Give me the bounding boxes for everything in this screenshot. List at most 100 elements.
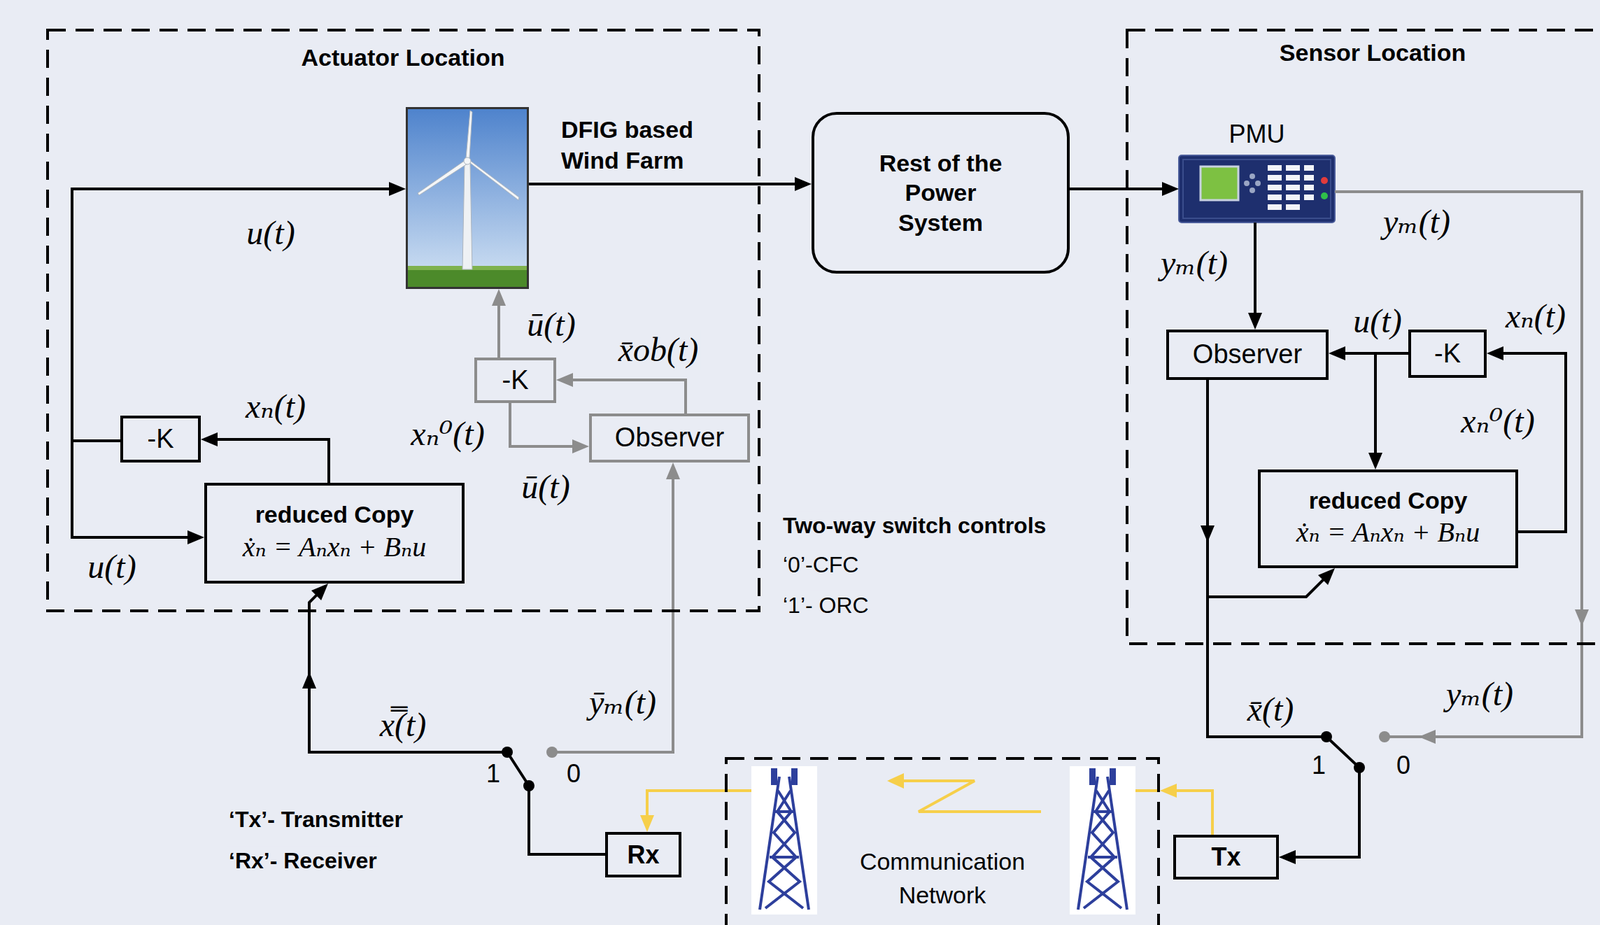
illustration-part [1178, 155, 1335, 223]
illustration-part [468, 159, 520, 201]
illustration-part [765, 790, 800, 909]
illustration-part [1304, 174, 1314, 181]
illustration-part [463, 157, 471, 165]
region-title: Communication Network [847, 844, 1037, 912]
arrowhead [1278, 850, 1296, 865]
signal-label: x̄(t) [1245, 688, 1297, 730]
illustration-part [769, 855, 799, 859]
box-text: -K [147, 424, 175, 455]
connector [528, 177, 812, 191]
illustration-part [1267, 174, 1282, 181]
illustration-part [902, 780, 1042, 812]
switch-position: 0 [564, 757, 583, 790]
connector-line [510, 402, 576, 447]
signal-label: ū(t) [519, 465, 572, 508]
connector [556, 372, 686, 414]
illustration-part [1304, 194, 1314, 201]
model-box: reduced Copyẋₙ = Aₙxₙ + Bₙu [1257, 469, 1519, 569]
connector-line [214, 439, 329, 483]
illustration-part [1285, 204, 1300, 210]
box-text: -K [1434, 339, 1461, 369]
observer-box: Observer [589, 413, 750, 463]
connector [1069, 181, 1179, 196]
illustration-part [1378, 731, 1391, 743]
illustration-part [1267, 194, 1282, 201]
arrowhead [388, 181, 406, 196]
note-text: ‘Rx’- Receiver [226, 846, 380, 876]
illustration-part [770, 768, 778, 785]
wind-turbine-photo [405, 107, 529, 289]
connector [491, 288, 506, 358]
connector-line [647, 790, 725, 819]
dashed-border [47, 30, 760, 611]
system-box: Rest of the Power System [811, 111, 1070, 274]
illustration-part [523, 780, 535, 792]
connector [640, 790, 725, 832]
two-way-switch [1320, 731, 1391, 774]
illustration-part [791, 768, 798, 785]
illustration-part [1285, 165, 1300, 171]
box-title: reduced Copy [255, 500, 415, 529]
actuator-region: Actuator LocationDFIG based Wind Farm-Kr… [46, 28, 761, 613]
illustration-part [501, 746, 513, 758]
arrowhead [1368, 452, 1383, 470]
dashed-border [1127, 30, 1600, 644]
illustration-part [1418, 729, 1436, 744]
connector [72, 181, 406, 441]
connector-line [72, 188, 393, 441]
gain-box: -K [1408, 329, 1487, 378]
model-box: reduced Copyẋₙ = Aₙxₙ + Bₙu [204, 482, 465, 584]
signal-label: x̄ob(t) [616, 328, 702, 371]
illustration-part [417, 160, 468, 196]
signal-label: u(t) [244, 211, 297, 254]
illustration-part [1183, 159, 1331, 219]
illustration-part [1320, 177, 1328, 184]
radio-tower [1069, 766, 1136, 915]
illustration-part [1285, 194, 1300, 201]
illustration-part [1200, 166, 1239, 201]
illustration-part [1285, 174, 1300, 181]
switch-position: 1 [1309, 749, 1328, 781]
connector [1368, 353, 1409, 470]
connector [1248, 222, 1263, 330]
illustration-part [1267, 204, 1282, 210]
switch-position: 1 [484, 757, 503, 790]
connector [528, 462, 681, 855]
arrowhead [794, 177, 812, 191]
connector-line [528, 475, 674, 855]
arrowhead [1318, 568, 1335, 585]
illustration-part [1243, 180, 1250, 187]
illustration-part [1200, 525, 1215, 543]
arrowhead [491, 288, 506, 306]
illustration-part [775, 810, 794, 813]
illustration-part [405, 107, 529, 289]
connector-line [1253, 222, 1257, 317]
note-text: ‘1’- ORC [780, 591, 872, 620]
connector-line [1173, 790, 1213, 835]
gain-box: -K [120, 415, 201, 463]
wind-farm-image: DFIG based Wind Farm [405, 107, 529, 289]
region-title: Sensor Location [1275, 39, 1470, 66]
network-region: Communication Network [724, 756, 1160, 925]
note-text: ‘Tx’- Transmitter [226, 805, 406, 834]
arrowhead [200, 432, 218, 447]
connector [200, 432, 329, 483]
illustration-part [465, 110, 473, 159]
illustration-part [1353, 761, 1365, 774]
illustration-part [759, 776, 809, 910]
illustration-part [462, 162, 473, 270]
connector-line [497, 302, 501, 358]
illustration-part [1267, 165, 1282, 171]
signal-label: xₙ(t) [243, 385, 308, 427]
arrowhead [556, 372, 573, 387]
arrowhead [640, 815, 655, 832]
connector-line [528, 182, 799, 186]
connector [1278, 191, 1582, 865]
illustration-part [1304, 165, 1314, 171]
note-text: ‘0’-CFC [780, 550, 861, 580]
node-heading: DFIG based Wind Farm [561, 114, 743, 176]
illustration-part [1255, 180, 1261, 187]
state-equation: ẋₙ = Aₙxₙ + Bₙu [1296, 514, 1480, 551]
illustration-part [1320, 192, 1328, 200]
